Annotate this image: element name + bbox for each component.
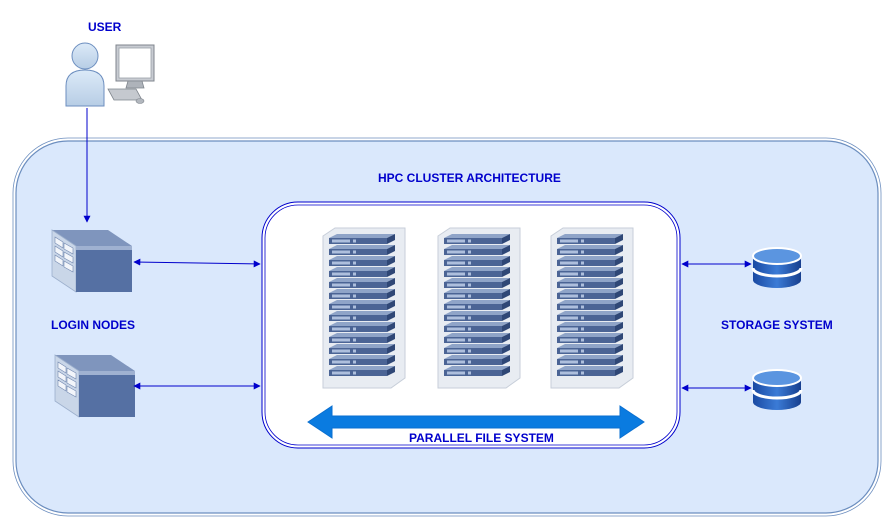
storage-system-label: STORAGE SYSTEM — [721, 318, 833, 332]
server-rack-3-icon — [551, 228, 633, 388]
storage-database-2-icon — [751, 368, 803, 412]
user-workstation-icon — [65, 42, 155, 107]
login-node-2-icon — [54, 354, 136, 418]
login1-compute-arrow — [133, 258, 261, 268]
login-node-1-icon — [51, 229, 133, 293]
parallel-file-system-label: PARALLEL FILE SYSTEM — [409, 431, 554, 445]
server-rack-1-icon — [323, 228, 405, 388]
parallel-file-system-arrow — [307, 405, 645, 439]
login-nodes-label: LOGIN NODES — [51, 318, 136, 332]
server-rack-2-icon — [438, 228, 520, 388]
storage-database-1-icon — [751, 246, 803, 290]
user-label: USER — [88, 20, 122, 34]
cluster-title: HPC CLUSTER ARCHITECTURE — [378, 171, 561, 185]
